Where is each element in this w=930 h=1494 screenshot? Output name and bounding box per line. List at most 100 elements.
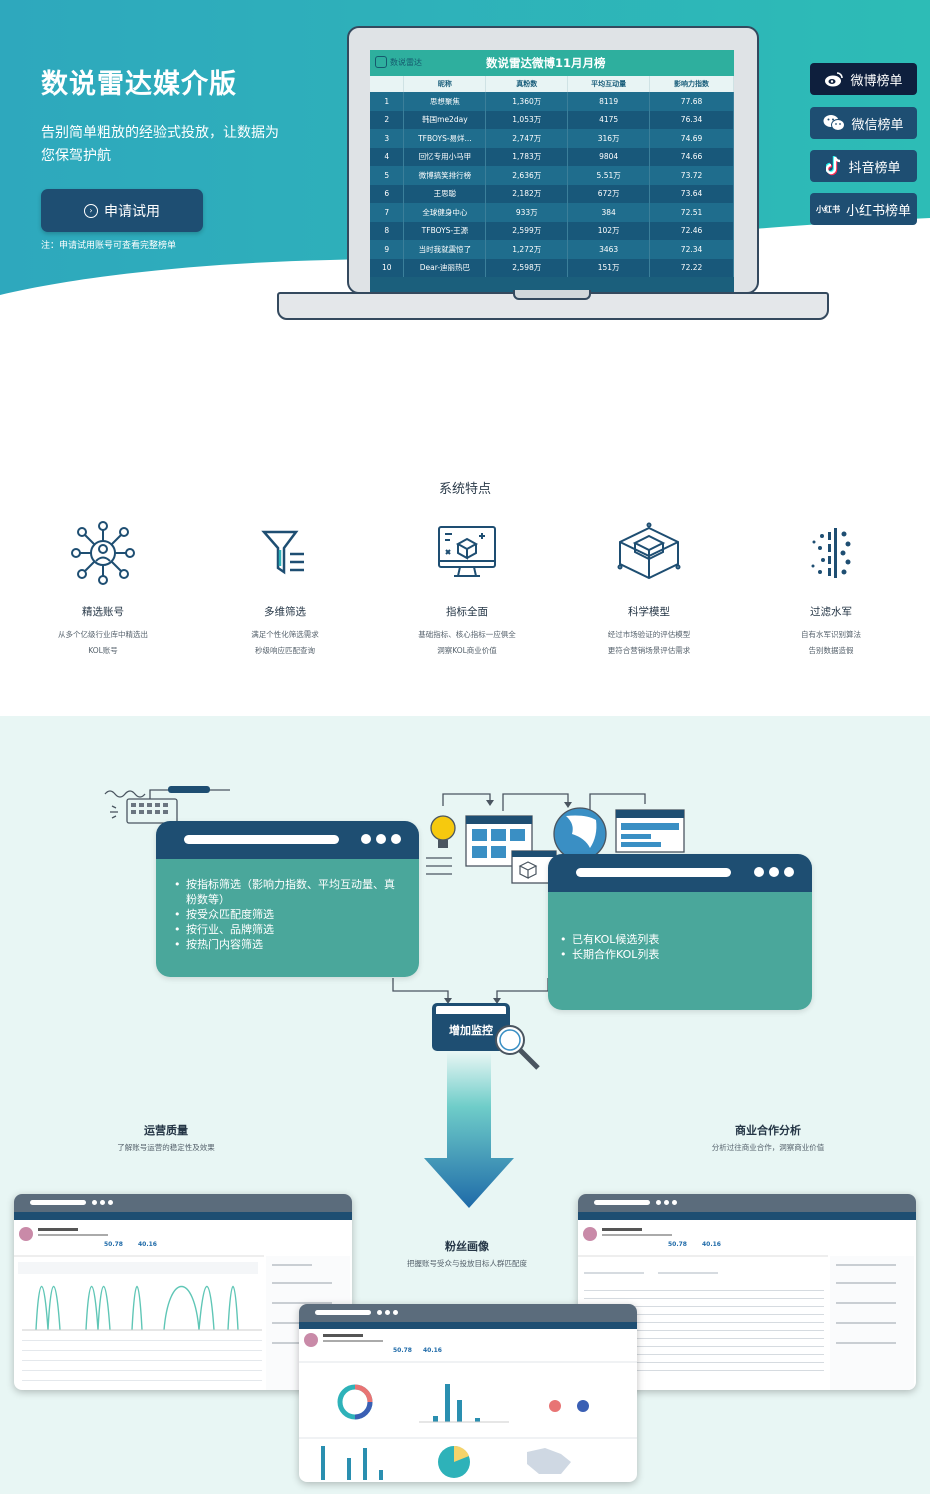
table-cell: 2,182万 xyxy=(485,184,569,203)
table-cell: 回忆专用小马甲 xyxy=(403,147,487,166)
table-cell: 王思聪 xyxy=(403,184,487,203)
table-cell: 思想聚焦 xyxy=(403,92,487,111)
brand-logo-text: 数说雷达 xyxy=(390,57,422,67)
douyin-rank-button[interactable]: 抖音榜单 xyxy=(810,150,917,182)
table-cell: 316万 xyxy=(567,129,651,148)
table-cell: 8119 xyxy=(567,92,651,111)
table-cell: 2 xyxy=(370,110,405,129)
filter-criteria-list: 按指标筛选（影响力指数、平均互动量、真粉数等） 按受众匹配度筛选 按行业、品牌筛… xyxy=(174,877,401,952)
feature-name: 指标全面 xyxy=(446,606,488,618)
table-cell: 151万 xyxy=(567,258,651,277)
table-cell: 1,783万 xyxy=(485,147,569,166)
hero-banner: 数说雷达媒介版 告别简单粗放的经验式投放，让数据为您保驾护航 › 申请试用 注：… xyxy=(0,0,930,330)
feature-name: 多维筛选 xyxy=(264,606,306,618)
add-monitor-label: 增加监控 xyxy=(449,1024,493,1037)
table-cell: 7 xyxy=(370,203,405,222)
col-influence-header: 影响力指数 xyxy=(649,76,734,92)
feature-desc-line: 满足个性化筛选需求 xyxy=(251,630,319,639)
feature-desc-line: 基础指标、核心指标一应俱全 xyxy=(418,630,516,639)
table-cell: 10 xyxy=(370,258,405,277)
douyin-rank-label: 抖音榜单 xyxy=(848,160,901,176)
table-cell: Dear-迪丽热巴 xyxy=(403,258,487,277)
col-fans-header: 真粉数 xyxy=(485,76,569,92)
list-item: 按热门内容筛选 xyxy=(174,937,401,952)
feature-desc-line: KOL账号 xyxy=(88,646,118,655)
table-cell: 2,598万 xyxy=(485,258,569,277)
magnifier-icon xyxy=(495,1025,540,1070)
feature-desc-line: 洞察KOL商业价值 xyxy=(437,646,497,655)
ranking-header: 数说雷达 数说雷达微博11月月榜 xyxy=(370,50,734,76)
commercial-analysis-preview: 50.78 40.16 xyxy=(578,1212,916,1390)
table-cell: 9804 xyxy=(567,147,651,166)
wechat-rank-button[interactable]: 微信榜单 xyxy=(810,107,917,139)
hero-note: 注：申请试用账号可查看完整榜单 xyxy=(41,241,177,251)
list-item: 已有KOL候选列表 xyxy=(560,932,794,947)
table-cell: 74.69 xyxy=(649,129,734,148)
table-cell: 全球健身中心 xyxy=(403,203,487,222)
filter-criteria-window: 按指标筛选（影响力指数、平均互动量、真粉数等） 按受众匹配度筛选 按行业、品牌筛… xyxy=(156,821,419,977)
table-cell: 韩国me2day xyxy=(403,110,487,129)
wechat-rank-label: 微信榜单 xyxy=(851,117,904,133)
commercial-analysis-screenshot: 50.78 40.16 xyxy=(578,1194,916,1390)
table-cell: 9 xyxy=(370,240,405,259)
xiaohongshu-rank-button[interactable]: 小红书 小红书榜单 xyxy=(810,193,917,225)
feature-science-model: 科学模型 经过市场验证的评估模型 更符合营销场景评估需求 xyxy=(569,520,729,659)
table-cell: 5.51万 xyxy=(567,166,651,185)
weibo-rank-button[interactable]: 微博榜单 xyxy=(810,63,917,95)
funnel-icon xyxy=(261,530,304,575)
table-cell: 5 xyxy=(370,166,405,185)
table-cell: 2,747万 xyxy=(485,129,569,148)
svg-text:40.16: 40.16 xyxy=(702,1241,721,1248)
kol-list: 已有KOL候选列表 长期合作KOL列表 xyxy=(560,932,794,962)
workflow-section: 按指标筛选（影响力指数、平均互动量、真粉数等） 按受众匹配度筛选 按行业、品牌筛… xyxy=(0,716,930,1494)
monitor-cube-icon xyxy=(438,526,496,577)
feature-select-accounts: 精选账号 从多个亿级行业库中精选出 KOL账号 xyxy=(23,520,183,659)
feature-desc: 满足个性化筛选需求 秒级响应匹配查询 xyxy=(205,627,365,659)
table-cell: 72.34 xyxy=(649,240,734,259)
feature-desc-line: 告别数据造假 xyxy=(808,646,854,655)
table-cell: 72.51 xyxy=(649,203,734,222)
xiaohongshu-icon: 小红书 xyxy=(815,204,840,214)
svg-text:50.78: 50.78 xyxy=(104,1241,123,1248)
table-cell: 73.64 xyxy=(649,184,734,203)
table-cell: 1 xyxy=(370,92,405,111)
feature-desc: 基础指标、核心指标一应俱全 洞察KOL商业价值 xyxy=(387,627,547,659)
table-cell: 4175 xyxy=(567,110,651,129)
fans-profile-screenshot: 50.78 40.16 xyxy=(299,1304,637,1482)
apply-trial-label: 申请试用 xyxy=(104,203,160,220)
table-cell: 933万 xyxy=(485,203,569,222)
xiaohongshu-rank-label: 小红书榜单 xyxy=(845,203,911,219)
table-cell: 2,599万 xyxy=(485,221,569,240)
section-desc: 把握账号受众与投放目标人群匹配度 xyxy=(407,1259,527,1268)
list-item: 按行业、品牌筛选 xyxy=(174,922,401,937)
col-nickname-header: 昵称 xyxy=(403,76,487,92)
list-item: 长期合作KOL列表 xyxy=(560,947,794,962)
table-cell: 3 xyxy=(370,129,405,148)
list-item: 按指标筛选（影响力指数、平均互动量、真粉数等） xyxy=(174,877,401,907)
ranking-title: 数说雷达微博11月月榜 xyxy=(486,56,606,70)
col-rank-header xyxy=(370,76,405,92)
fans-profile-preview: 50.78 40.16 xyxy=(299,1322,637,1480)
feature-name: 精选账号 xyxy=(82,606,124,618)
filter-dots-icon xyxy=(811,528,851,578)
section-desc: 了解账号运营的稳定性及效果 xyxy=(117,1143,215,1152)
feature-desc: 从多个亿级行业库中精选出 KOL账号 xyxy=(23,627,183,659)
weibo-rank-label: 微博榜单 xyxy=(850,73,903,89)
table-cell: 72.22 xyxy=(649,258,734,277)
table-cell: 74.66 xyxy=(649,147,734,166)
hero-title: 数说雷达媒介版 xyxy=(41,69,237,100)
table-header-row: 昵称 真粉数 平均互动量 影响力指数 xyxy=(370,76,734,92)
laptop-illustration: 数说雷达 数说雷达微博11月月榜 昵称 真粉数 平均互动量 影响力指数 xyxy=(277,26,829,322)
apply-trial-button[interactable]: › 申请试用 xyxy=(41,189,203,232)
table-cell: TFBOYS-易烊... xyxy=(403,129,487,148)
feature-desc: 自有水军识别算法 告别数据造假 xyxy=(751,627,911,659)
features-title: 系统特点 xyxy=(438,482,491,497)
table-cell: 4 xyxy=(370,147,405,166)
table-cell: 73.72 xyxy=(649,166,734,185)
